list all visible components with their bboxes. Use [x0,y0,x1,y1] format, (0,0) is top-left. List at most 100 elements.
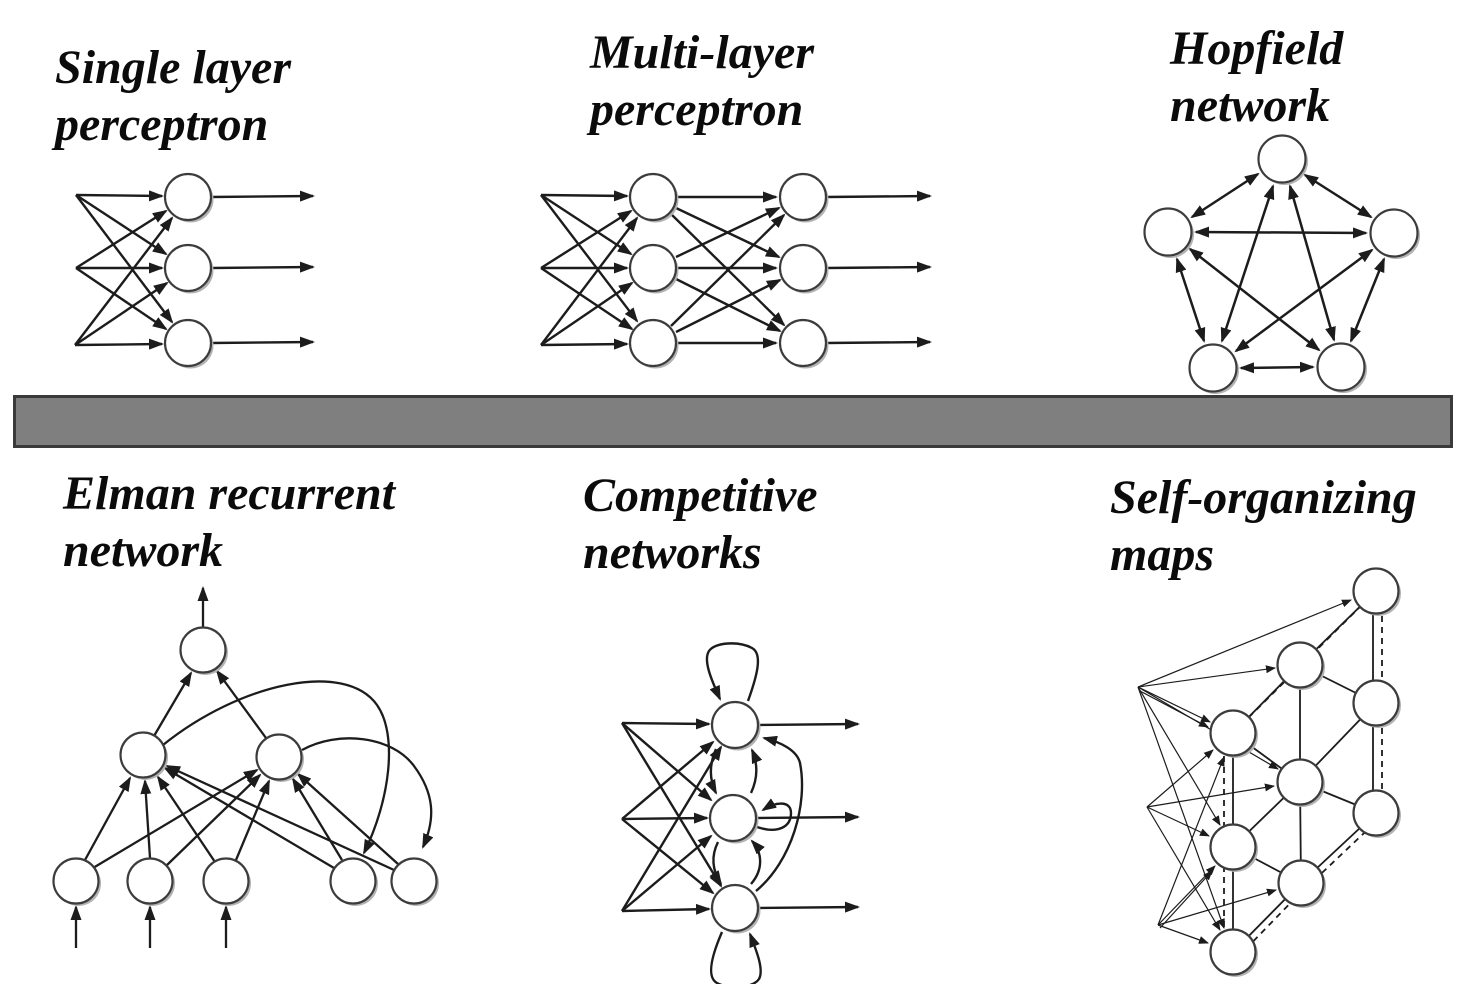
connection-arrow [1157,924,1209,944]
connection-arrow [1190,172,1260,219]
connection-arrow [621,818,715,895]
neuron-node [1316,342,1366,392]
title-line: maps [1110,528,1215,581]
connection-arrow [1194,226,1368,239]
connection-arrow [165,764,395,872]
connection-arrow [1137,665,1276,688]
neuron-node [1352,679,1400,727]
connection-arrow [825,336,932,348]
connection-arrow [757,901,860,913]
connection-arrow [1349,257,1386,343]
connection-arrow [296,772,399,865]
neuron-node [628,243,678,293]
connection-arrow [210,190,315,202]
neuron-node [1276,641,1324,689]
connection-arrow [75,209,168,270]
connection-arrow [749,748,763,794]
neuron-node [778,172,828,222]
neuron-node [778,243,828,293]
connection-arrow [1137,599,1352,688]
title-single-layer-perceptron: Single layer perceptron [55,39,291,153]
neuron-node [1352,789,1400,837]
connection-arrow [92,768,259,869]
neuron-node [778,318,828,368]
hopfield-network-graph [1143,134,1420,394]
neuron-node [52,857,100,905]
connection-arrow [75,267,168,331]
connection-arrow [210,261,315,273]
connection-arrow [210,336,315,348]
connection-arrow [755,735,804,892]
neuron-node [1369,208,1419,258]
connection-arrow [1175,257,1206,343]
connection-arrow [750,839,765,885]
neuron-node [255,733,303,781]
neuron-node [126,857,174,905]
connection-arrow [709,931,762,984]
title-line: Elman recurrent [63,467,396,520]
neuron-node [202,857,250,905]
connection-arrow [1146,806,1221,931]
connection-arrow [291,777,343,861]
title-multi-layer-perceptron: Multi-layer perceptron [590,24,814,138]
neuron-node [1143,207,1193,257]
connection-arrow [166,773,262,866]
divider-bar [13,395,1453,448]
title-line: Self-organizing [1110,471,1417,524]
neuron-node [1209,709,1257,757]
neuron-node [708,793,758,843]
connection-arrow [83,776,132,861]
neuron-node [710,883,760,933]
connection-arrow [74,338,164,350]
connection-arrow [756,798,793,831]
connection-arrow [74,216,174,346]
self-organizing-maps-graph [1137,567,1401,977]
connection-arrow [621,903,711,915]
connection-arrow [540,190,629,202]
connection-arrow [675,206,781,259]
elman-recurrent-network-graph [52,586,439,948]
title-competitive-networks: Competitive networks [583,467,818,581]
connection-arrow [1234,248,1374,353]
neuron-node [1188,343,1238,393]
connection-arrow [156,775,216,863]
connection-arrow [620,745,723,912]
connection-arrow [757,718,860,730]
connection-arrow [825,261,932,273]
connection-arrow [540,267,634,331]
neuron-node [179,626,227,674]
connection-arrow [153,671,193,737]
connection-arrow [1157,888,1277,926]
neuron-node [119,731,167,779]
title-line: perceptron [590,83,804,136]
multi-layer-perceptron-graph [540,172,932,369]
connection-arrow [1188,247,1321,352]
neuron-node [628,172,678,222]
connection-arrow [709,841,723,886]
competitive-networks-graph [620,642,860,984]
title-line: Competitive [583,469,818,522]
title-line: Hopfield [1170,22,1344,75]
connection-arrow [74,281,169,346]
connection-arrow [163,766,335,869]
neuron-node [1277,859,1325,907]
connection-arrow [1137,686,1211,723]
title-hopfield-network: Hopfield network [1170,20,1343,134]
connection-arrow [301,737,434,849]
neuron-node [1276,758,1324,806]
connection-arrow [621,740,715,820]
connection-arrow [620,722,723,888]
connection-arrow [1303,173,1373,219]
connection-arrow [1137,686,1225,929]
neuron-node [628,318,678,368]
connection-arrow [540,338,629,350]
connection-arrow [540,281,634,346]
connection-arrow [540,209,633,270]
connection-arrow [1220,184,1275,343]
connection-arrow [755,811,860,823]
neuron-node [163,172,213,222]
single-layer-perceptron-graph [74,172,315,369]
connection-arrow [825,190,932,202]
connection-arrow [540,216,639,346]
neuron-node [1257,134,1307,184]
